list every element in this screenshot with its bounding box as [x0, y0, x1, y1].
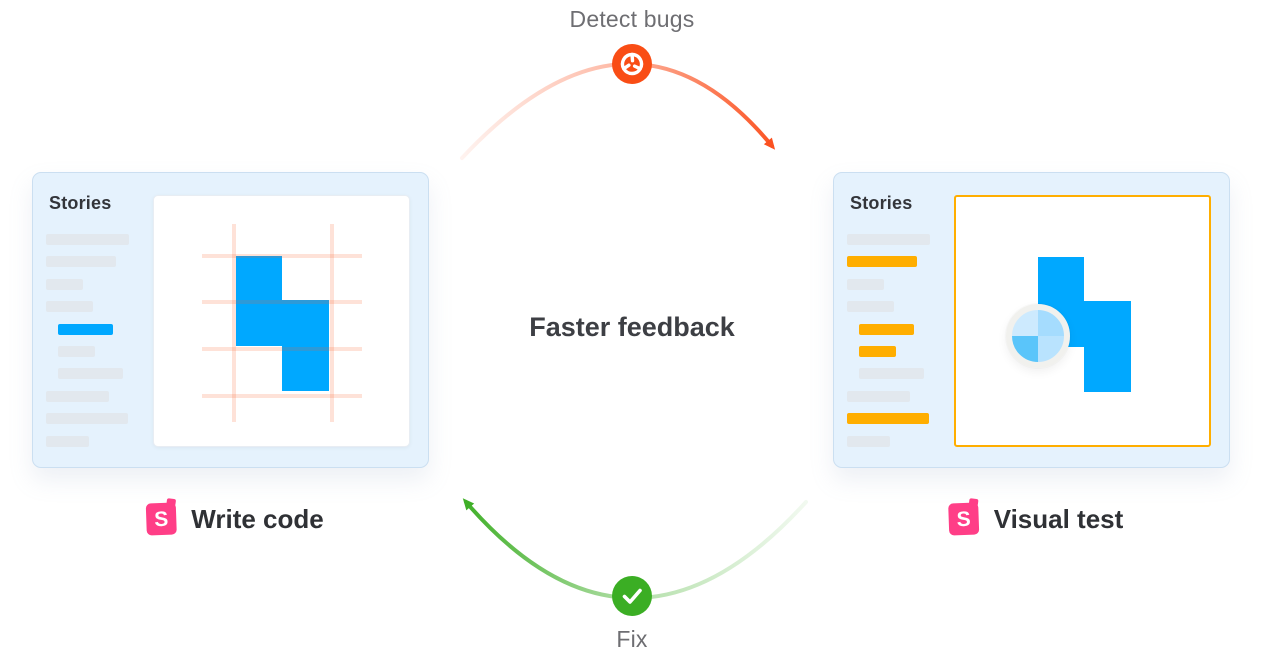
- fix-label: Fix: [616, 626, 648, 652]
- story-list-bar-orange: [847, 413, 929, 425]
- stories-list: [847, 234, 930, 458]
- detect-bugs-badge: [612, 44, 652, 84]
- story-list-bar-orange: [859, 345, 896, 357]
- story-list-bar-orange: [847, 256, 917, 268]
- storybook-logo-letter: S: [153, 507, 169, 531]
- detect-bugs-label: Detect bugs: [569, 6, 695, 32]
- storybook-logo: S: [948, 502, 980, 536]
- story-list-bar-gray: [847, 278, 884, 290]
- story-list-bar-gray: [46, 234, 129, 245]
- grid-line: [202, 394, 362, 398]
- grid-line: [202, 254, 362, 258]
- story-list-bar-gray: [847, 390, 910, 402]
- stories-title: Stories: [49, 193, 112, 213]
- stories-list: [46, 234, 129, 458]
- story-list-bar-gray: [46, 413, 128, 425]
- story-canvas-highlighted: [954, 195, 1211, 447]
- component-shape-bottom: [1084, 346, 1131, 392]
- pinwheel-icon: [612, 44, 652, 84]
- component-shape-middle: [236, 300, 329, 346]
- component-shape-top: [1038, 257, 1084, 302]
- visual-test-caption: S Visual test: [948, 502, 1124, 536]
- write-code-label: Write code: [191, 503, 324, 534]
- story-list-bar-blue: [58, 323, 113, 335]
- story-list-bar-gray: [46, 390, 109, 402]
- grid-line: [330, 224, 334, 422]
- grid-line: [202, 347, 362, 351]
- stories-title: Stories: [850, 193, 913, 213]
- pie-chart: [1006, 304, 1070, 368]
- grid-line: [232, 224, 236, 422]
- story-list-bar-gray: [46, 301, 93, 313]
- story-list-bar-gray: [46, 256, 116, 268]
- visual-test-label: Visual test: [993, 503, 1124, 534]
- grid-line: [202, 300, 362, 304]
- story-list-bar-gray: [58, 368, 123, 380]
- story-list-bar-gray: [46, 278, 83, 290]
- check-icon: [612, 576, 652, 616]
- story-list-bar-gray: [859, 368, 924, 380]
- story-list-bar-orange: [859, 323, 914, 335]
- write-code-caption: S Write code: [145, 502, 324, 536]
- story-list-bar-gray: [847, 234, 930, 245]
- fix-badge: [612, 576, 652, 616]
- storybook-logo: S: [145, 502, 177, 536]
- storybook-logo-letter: S: [956, 507, 972, 531]
- story-list-bar-gray: [46, 435, 89, 447]
- story-list-bar-gray: [58, 345, 95, 357]
- storybook-panel-write-code: Stories: [32, 172, 429, 468]
- component-shape-top: [236, 256, 282, 301]
- story-list-bar-gray: [847, 435, 890, 447]
- component-shape-bottom: [282, 345, 329, 391]
- storybook-panel-visual-test: Stories: [833, 172, 1230, 468]
- faster-feedback-label: Faster feedback: [529, 312, 735, 342]
- story-list-bar-gray: [847, 301, 894, 313]
- story-canvas: [153, 195, 410, 447]
